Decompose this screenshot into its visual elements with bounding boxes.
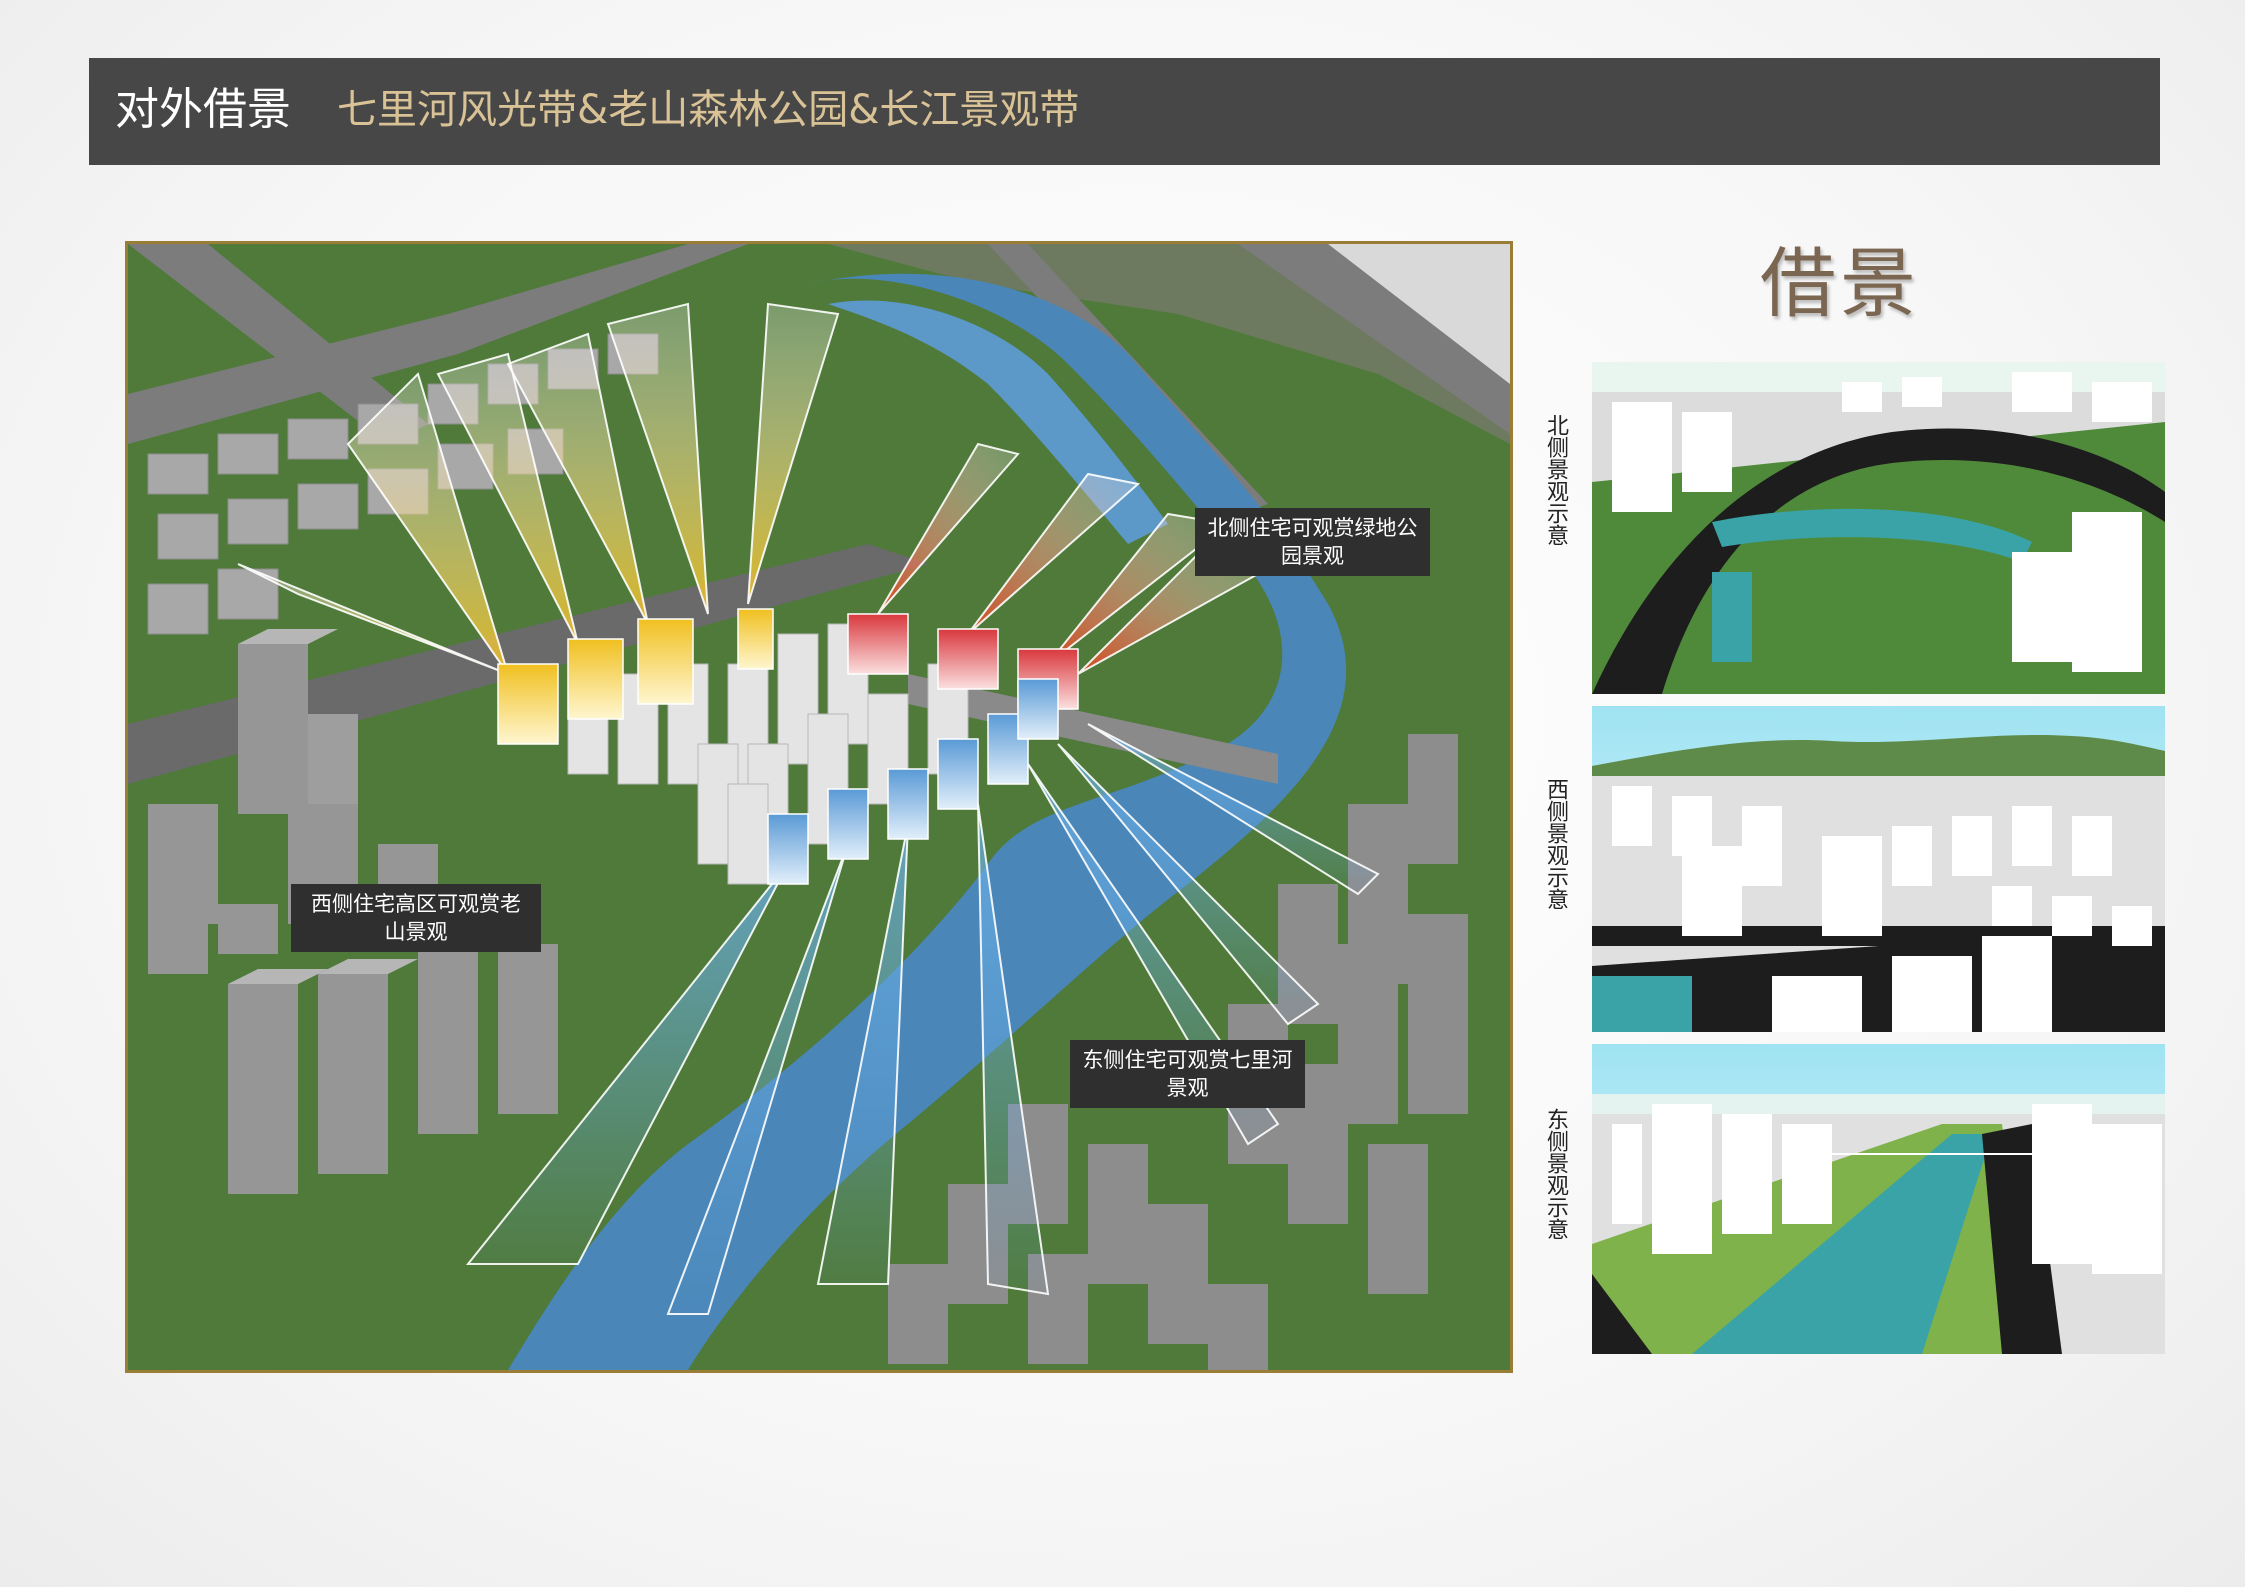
north-view-label: 北侧住宅可观赏绿地公园景观 [1195,508,1430,576]
north-view-caption: 北侧景观示意 [1543,414,1568,546]
header-bar: 对外借景 七里河风光带&老山森林公园&长江景观带 [89,58,2160,165]
page-subtitle: 七里河风光带&老山森林公园&长江景观带 [337,87,1080,133]
west-view-thumbnail [1592,706,2165,1032]
west-view-label: 西侧住宅高区可观赏老山景观 [291,884,541,952]
east-view-label: 东侧住宅可观赏七里河景观 [1070,1040,1305,1108]
east-view-caption: 东侧景观示意 [1543,1108,1568,1240]
west-view-caption: 西侧景观示意 [1543,778,1568,910]
north-view-thumbnail [1592,362,2165,694]
side-panel-title: 借景 [1760,239,1920,328]
aerial-illustration [128,244,1510,1370]
east-view-thumbnail [1592,1044,2165,1354]
aerial-view-map: 北侧住宅可观赏绿地公园景观 西侧住宅高区可观赏老山景观 东侧住宅可观赏七里河景观 [125,241,1513,1373]
page-title: 对外借景 [115,84,291,135]
